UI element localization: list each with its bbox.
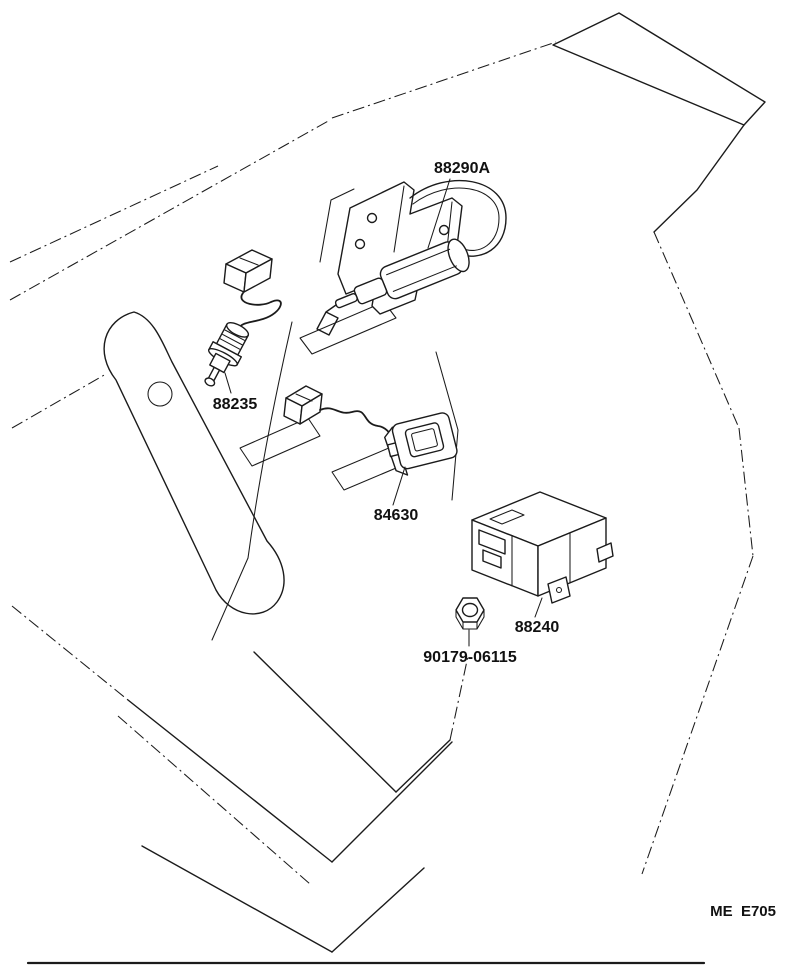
part-number-labels: 88290A 88235 84630 88240 90179-06115 ME … [213,160,776,920]
dash-structure-line [9,165,219,263]
dash-structure-line [641,555,754,875]
bracket-hole [354,238,366,250]
nut-bore [461,602,479,618]
part-number-label: 90179-06115 [423,649,517,666]
mount-panel-edge [319,188,355,263]
actuator-cable-loop [409,179,507,257]
part-drawing-control-switch [283,385,458,476]
leader-line [224,372,232,394]
leader-line [427,178,451,249]
connector-detail-line [239,257,259,266]
thread-line [222,333,243,346]
dash-vent-cutout [239,417,321,467]
dash-structure-line [9,119,331,301]
actuator-end-cap [447,238,470,273]
computer-right-face [537,517,607,597]
part-number-label: 84630 [374,507,419,524]
page-reference: ME E705 [710,903,776,920]
console-line [395,739,451,793]
connector-right-face [243,258,273,293]
dash-vent-cutout [299,301,397,355]
console-line [253,651,397,793]
floor-line [331,867,425,953]
bracket-hole [366,212,378,224]
switch-housing-group [384,412,458,476]
floor-line [331,741,453,863]
connector-right-face [299,393,323,425]
leader-lines [224,178,543,647]
center-stack-edge [211,557,249,641]
part-number-label: 88290A [434,160,490,177]
leader-line [534,597,543,618]
switch-wire [237,292,282,330]
dash-structure-line [11,373,107,429]
part-number-label: 88240 [515,619,560,636]
thread-line [224,329,245,341]
actuator-body-line [392,265,457,292]
plunger-tip [204,377,216,387]
leader-line [392,466,406,506]
actuator-rod [334,293,358,309]
center-stack-edge [247,321,293,559]
dash-structure-line [653,231,740,429]
switch-button-face [411,428,438,452]
actuator-clevis-fork [316,304,339,336]
bracket-hole [438,224,450,236]
dash-top-panel [552,12,766,126]
dash-structure-line [11,605,129,701]
bracket-fold-line [393,185,405,253]
part-drawing-computer-box [471,491,614,604]
computer-side-clip [596,542,614,563]
floor-line [127,699,333,863]
column-mount-hole [147,381,173,407]
switch-body-group [204,322,250,387]
dash-right-edge [653,124,745,233]
computer-connector [482,549,502,569]
actuator-body-line [386,248,451,276]
dash-structure-line [117,715,311,885]
thread-line [219,338,241,350]
mount-tab-hole [555,586,563,594]
part-drawing-plunger-switch [204,249,282,387]
floor-line [141,845,333,953]
computer-connector [478,529,506,555]
switch-top-cap [225,322,250,338]
center-stack-edge [435,351,459,501]
part-drawing-actuator-bracket [316,179,507,336]
dash-structure-line [449,655,469,741]
computer-top-detail [489,509,525,525]
computer-mount-tab [547,576,571,604]
actuator-cable-loop-inner [412,187,500,251]
steering-column-loop [103,311,285,615]
dash-structure-line [331,41,557,119]
dashboard-structure [9,12,766,965]
nut-depth-edges [455,610,485,630]
part-drawing-nut [455,597,485,630]
part-number-label: 88235 [213,396,258,413]
dash-structure-line [738,427,754,557]
connector-detail-line [295,393,313,402]
